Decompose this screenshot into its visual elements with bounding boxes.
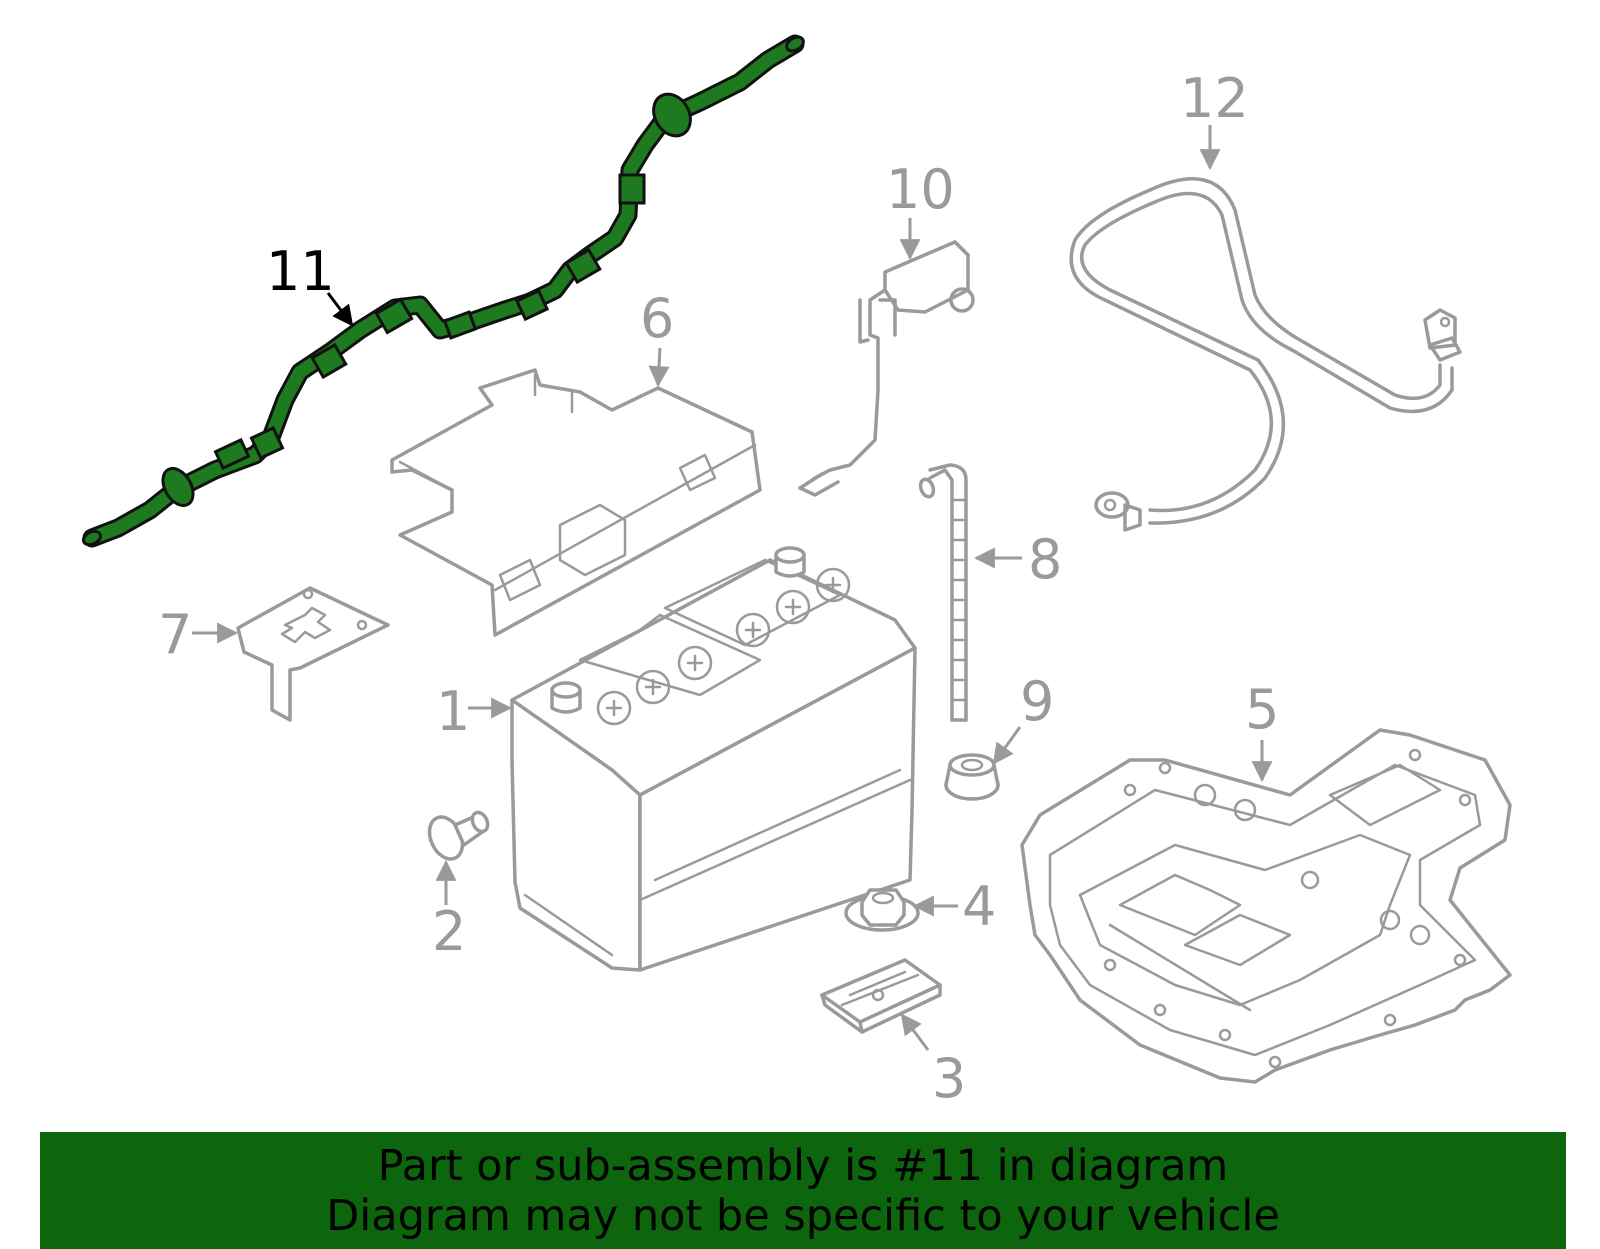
part-11-cable[interactable]	[81, 34, 805, 548]
part-6-battery-cover[interactable]	[390, 368, 762, 637]
part-9-grommet[interactable]	[944, 753, 1000, 801]
leader-lines	[192, 125, 1273, 1051]
banner-line-disclaimer: Diagram may not be specific to your vehi…	[326, 1190, 1280, 1241]
callout-3: 3	[932, 1047, 966, 1110]
banner-line-part: Part or sub-assembly is #11 in diagram	[377, 1140, 1229, 1191]
part-3-hold-down-clamp[interactable]	[820, 958, 942, 1034]
part-1-battery[interactable]	[510, 546, 917, 972]
callout-10: 10	[886, 158, 955, 221]
callout-labels: 1 2 3 4 5 6 7 8 9 10 11 12	[158, 67, 1279, 1110]
callout-8: 8	[1028, 528, 1062, 591]
callout-7: 7	[158, 603, 192, 666]
info-banner: Part or sub-assembly is #11 in diagram D…	[40, 1132, 1566, 1249]
callout-4: 4	[962, 875, 996, 938]
callout-1: 1	[436, 680, 470, 743]
callout-5: 5	[1245, 678, 1279, 741]
part-7-bracket[interactable]	[236, 586, 390, 722]
callout-2: 2	[432, 900, 466, 963]
callout-9: 9	[1020, 670, 1054, 733]
callout-12: 12	[1180, 67, 1249, 130]
callout-11: 11	[266, 240, 335, 303]
part-8-vent-hose[interactable]	[918, 463, 968, 722]
part-4-flange-nut[interactable]	[844, 888, 920, 932]
part-10-terminal-cable[interactable]	[798, 240, 975, 497]
callout-6: 6	[640, 287, 674, 350]
part-12-ground-cable[interactable]	[1069, 177, 1462, 532]
part-5-battery-tray[interactable]	[1020, 728, 1512, 1084]
part-2-plug[interactable]	[423, 810, 490, 864]
